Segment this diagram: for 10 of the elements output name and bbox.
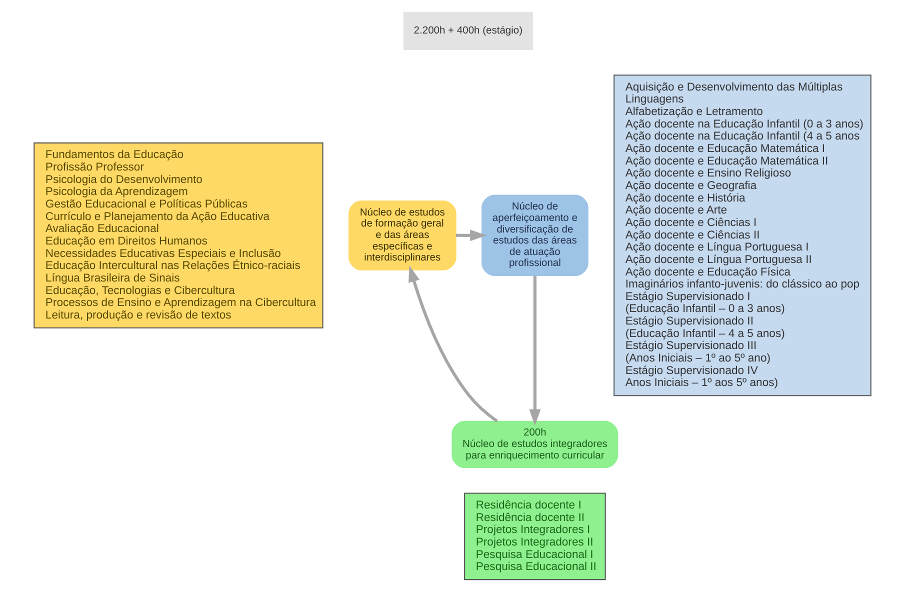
node-box: 2.200h + 400h (estágio) bbox=[402, 12, 532, 50]
node-box: Fundamentos da Educação Profissão Professor Psicologia do Desenvolvimento Psicologia da Aprendizagem Gestão Educacional e Políticas Públicas Currículo e Planejamento da Ação Educativa Avaliação Educacional Educação em Direitos Humanos Necessidades Educativas Especiais e Inclusão Educação Intercultural nas Relações Étnico-raciais Língua Brasileira de Sinais Educação, Tecnologias e Cibercultura Processos de Ensino e Aprendizagem na Cibercultura Leitura, produção e revisão de textos bbox=[33, 142, 323, 328]
arrow bbox=[528, 276, 540, 426]
arrow bbox=[456, 230, 486, 242]
node-box: Núcleo de aperfeiçoamento e diversificação de estudos das áreas de atuação profissional bbox=[481, 194, 588, 276]
arrow bbox=[408, 266, 498, 423]
node-box: Residência docente I Residência docente II Projetos Integradores I Projetos Integradores II Pesquisa Educacional I Pesquisa Educacional II bbox=[464, 492, 606, 580]
node-box: Aquisição e Desenvolvimento das Múltiplas Linguagens Alfabetização e Letramento Ação docente na Educação Infantil (0 a 3 anos) Ação docente na Educação Infantil (4 a 5 anos Ação docente e Educação Matemática I Ação docente e Educação Matemática II Ação docente e Ensino Religioso Ação docente e Geografia Ação docente e História Ação docente e Arte Ação docente e Ciências I Ação docente e Ciências II Ação docente e Língua Portuguesa I Ação docente e Língua Portuguesa II Ação docente e Educação Física Imaginários infanto-juvenis: do clássico ao pop Estágio Supervisionado I (Educação Infantil – 0 a 3 anos) Estágio Supervisionado II (Educação Infantil – 4 a 5 anos) Estágio Supervisionado III (Anos Iniciais – 1º ao 5º ano) Estágio Supervisionado IV Anos Iniciais – 1º aos 5º anos) bbox=[613, 74, 871, 396]
node-box: Núcleo de estudos de formação geral e das áreas específicas e interdisciplinares bbox=[348, 200, 456, 270]
node-box: 200h Núcleo de estudos integradores para enriquecimento curricular bbox=[451, 420, 618, 468]
